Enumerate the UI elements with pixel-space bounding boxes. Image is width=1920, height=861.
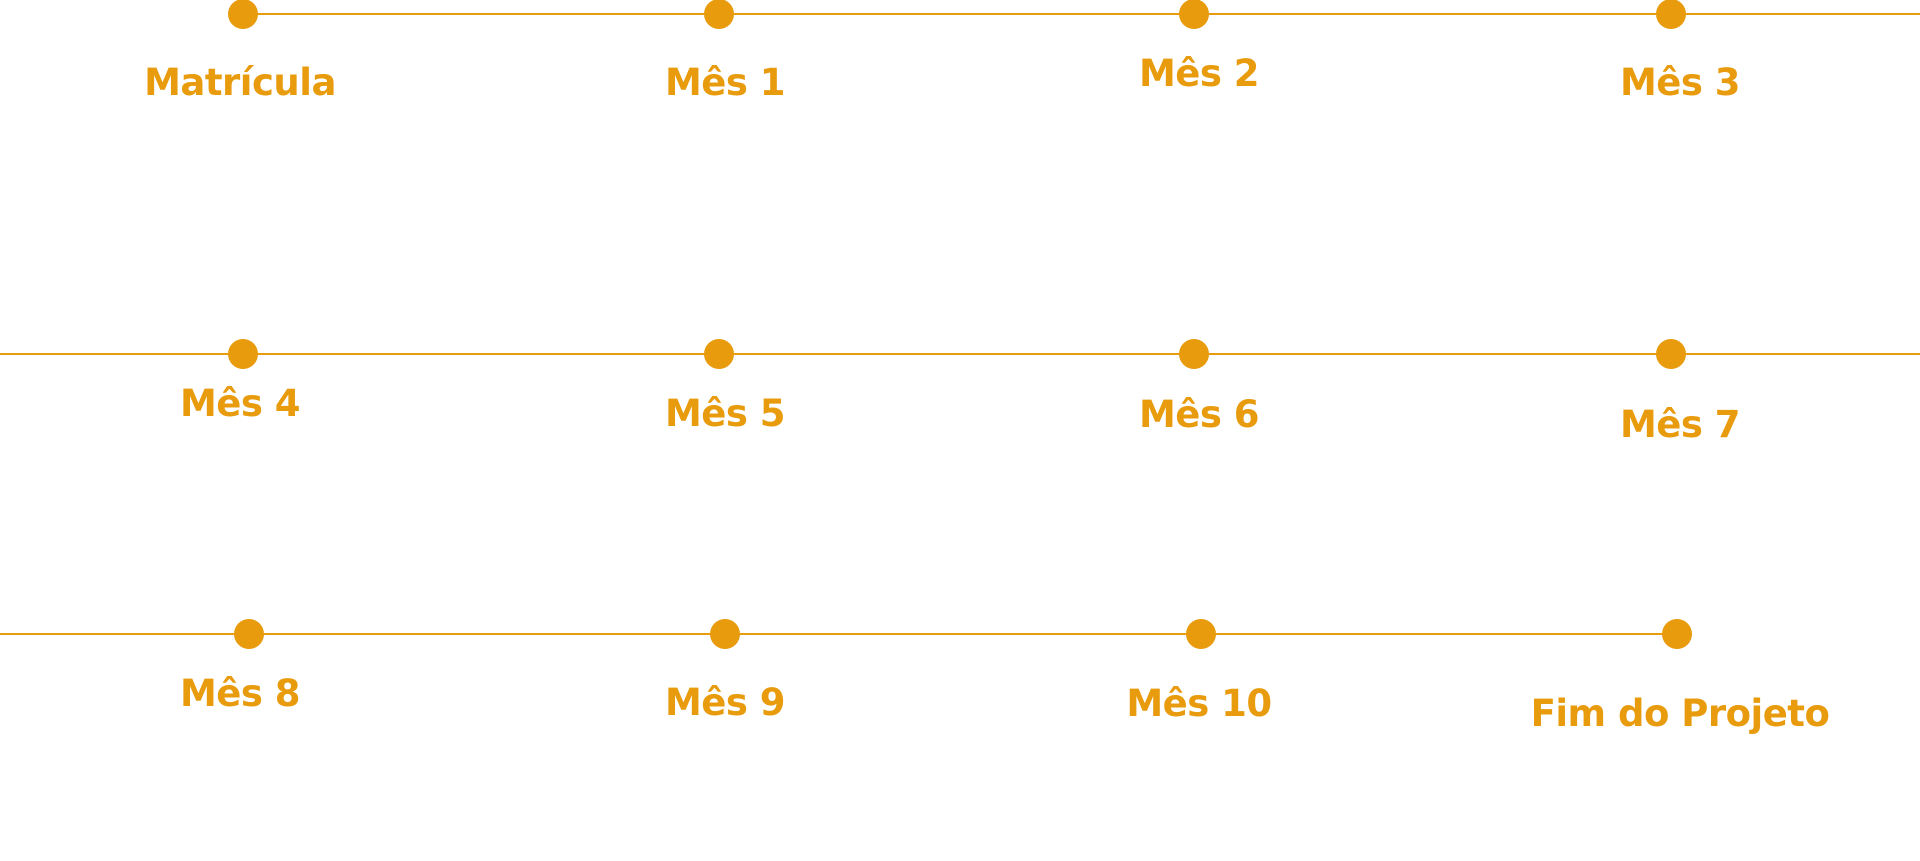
milestone-label: Mês 1 [664, 61, 786, 104]
milestone-label: Mês 7 [1619, 403, 1741, 446]
milestone-dot [1179, 0, 1209, 29]
milestone-dot [228, 0, 258, 29]
milestone-label: Mês 2 [1138, 52, 1260, 95]
milestone-label: Mês 9 [664, 681, 786, 724]
milestone-dot [1656, 0, 1686, 29]
milestone-dot [1656, 339, 1686, 369]
milestone-dot [704, 339, 734, 369]
milestone-label: Mês 4 [179, 382, 301, 425]
milestone-dot [234, 619, 264, 649]
milestone-dot [228, 339, 258, 369]
milestone-label: Mês 10 [1126, 682, 1272, 725]
milestone-dot [710, 619, 740, 649]
milestone-dot [1186, 619, 1216, 649]
timeline-line-row-2 [0, 353, 1920, 355]
milestone-label: Mês 5 [664, 392, 786, 435]
timeline-line-row-3 [0, 633, 1677, 635]
milestone-dot [1179, 339, 1209, 369]
milestone-label: Matrícula [144, 61, 336, 104]
milestone-dot [1662, 619, 1692, 649]
timeline-line-row-1 [243, 13, 1920, 15]
milestone-label: Mês 8 [179, 672, 301, 715]
milestone-label: Mês 6 [1138, 393, 1260, 436]
milestone-dot [704, 0, 734, 29]
milestone-label: Mês 3 [1619, 61, 1741, 104]
milestone-label: Fim do Projeto [1530, 692, 1830, 735]
